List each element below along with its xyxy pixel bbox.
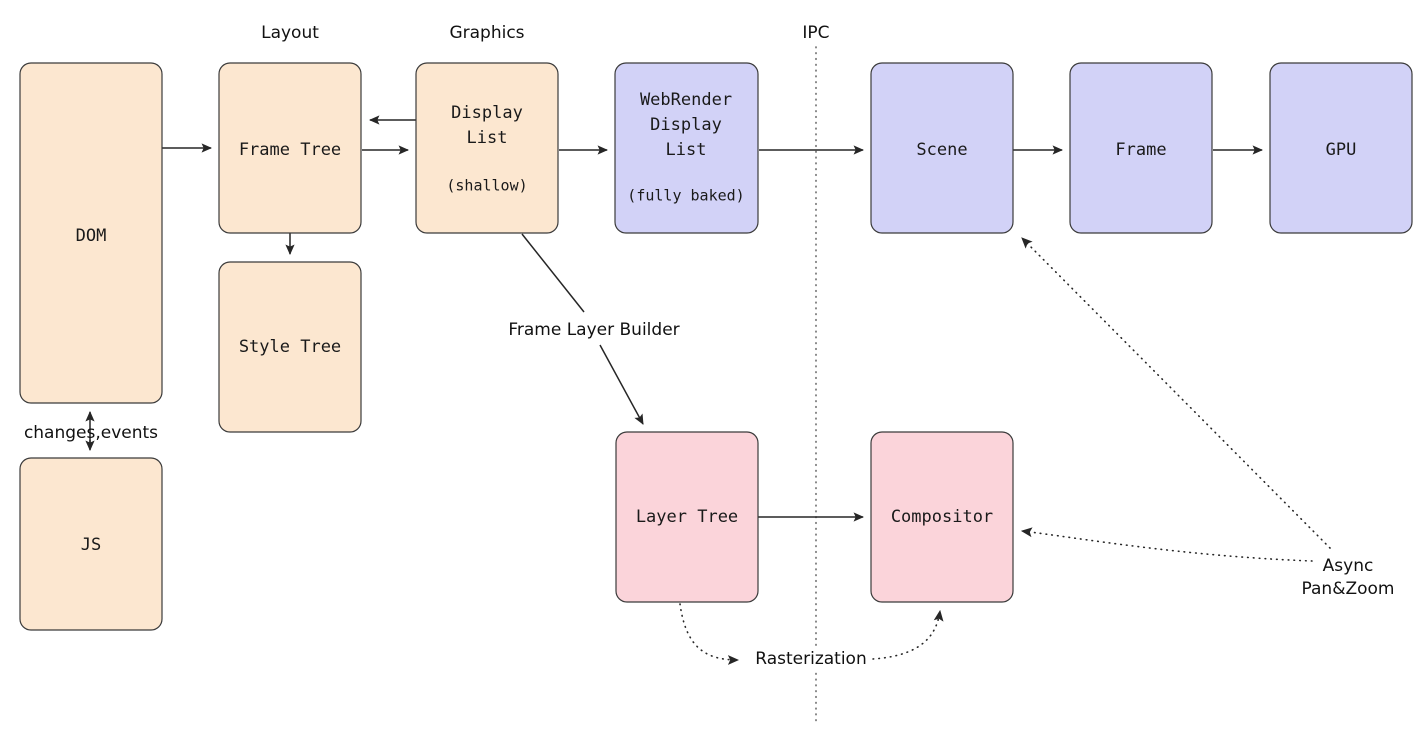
edge-label-async-line2: Pan&Zoom <box>1302 579 1395 599</box>
node-webrender-label-line3: List <box>666 140 707 160</box>
edge-label-rasterization-top: Rasterization <box>755 649 866 669</box>
node-webrender-note: (fully baked) <box>627 187 744 205</box>
edge-label-async-line1: Async <box>1323 556 1374 576</box>
node-display-list-note: (shallow) <box>446 177 527 195</box>
node-js-label: JS <box>81 535 101 555</box>
edge-display-list-to-layer-tree-lower <box>599 344 644 425</box>
edge-layer-tree-to-rasterization <box>679 603 740 665</box>
section-label-layout: Layout <box>261 23 319 43</box>
node-layer-tree[interactable] <box>615 431 759 603</box>
edge-async-pan-zoom-to-compositor <box>1020 527 1313 562</box>
node-compositor-label: Compositor <box>891 507 993 527</box>
node-scene[interactable] <box>870 62 1014 234</box>
node-style-tree[interactable] <box>218 261 362 433</box>
edge-display-list-to-layer-tree-upper <box>521 233 585 313</box>
node-frame[interactable] <box>1069 62 1213 234</box>
node-webrender-label-line1: WebRender <box>640 90 732 110</box>
node-display-list-label-line2: List <box>467 128 508 148</box>
node-style-tree-label: Style Tree <box>239 337 341 357</box>
rasterization-label-backdrop <box>752 646 870 672</box>
node-scene-label: Scene <box>916 140 967 160</box>
node-display-list-label-line1: Display <box>451 103 523 123</box>
node-frame-label: Frame <box>1115 140 1166 160</box>
node-dom[interactable] <box>19 62 163 404</box>
edge-label-frame-layer-builder: Frame Layer Builder <box>508 320 679 340</box>
node-compositor[interactable] <box>870 431 1014 603</box>
node-frame-tree[interactable] <box>218 62 362 234</box>
node-webrender-label-line2: Display <box>650 115 722 135</box>
node-webrender-display-list[interactable] <box>614 62 759 234</box>
edge-label-changes-events: changes,events <box>24 423 158 443</box>
section-label-graphics: Graphics <box>449 23 524 43</box>
edge-rasterization-to-compositor <box>872 609 944 660</box>
node-dom-label: DOM <box>76 226 107 246</box>
section-label-ipc: IPC <box>802 23 829 43</box>
node-gpu-label: GPU <box>1326 140 1357 160</box>
node-display-list[interactable] <box>415 62 559 234</box>
node-layer-tree-label: Layer Tree <box>636 507 738 527</box>
node-js[interactable] <box>19 457 163 631</box>
edge-async-pan-zoom-to-scene <box>1021 237 1331 549</box>
node-gpu[interactable] <box>1269 62 1413 234</box>
node-frame-tree-label: Frame Tree <box>239 140 341 160</box>
